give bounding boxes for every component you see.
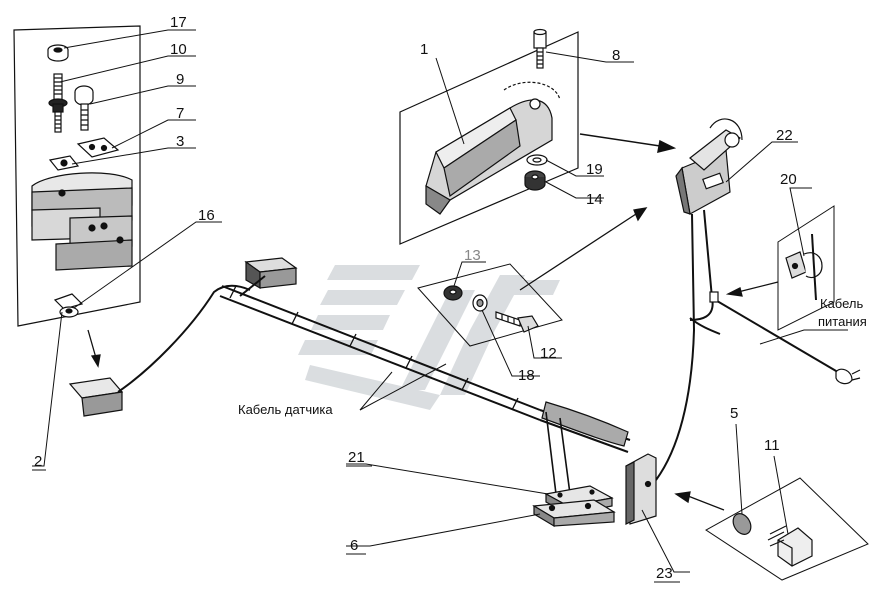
power-cable-caption-line2: питания: [818, 314, 867, 329]
sensor-cable-caption: Кабель датчика: [238, 402, 333, 417]
part-number-18: 18: [518, 367, 535, 384]
part-labels: 17 10 9 7 3 16 2 1 8 19 14 13 18 12 21 6…: [34, 14, 797, 582]
washer-icon: [526, 154, 548, 166]
part-number-20: 20: [780, 171, 797, 188]
plug-icon: [835, 368, 861, 385]
wire-connector-icon: [709, 291, 719, 303]
label-underlines: [32, 465, 680, 583]
part-number-8: 8: [612, 47, 620, 64]
part-number-1: 1: [420, 41, 428, 58]
power-cable-caption-line1: Кабель: [820, 296, 863, 311]
part-number-5: 5: [730, 405, 738, 422]
hardware-bolt-icon: [495, 311, 539, 333]
drain-plug-icon: [767, 525, 813, 567]
part-number-14: 14: [586, 191, 603, 208]
part-number-7: 7: [176, 105, 184, 122]
part-number-3: 3: [176, 133, 184, 150]
watermark-logo: [298, 265, 560, 410]
clamp-frame: [777, 205, 835, 331]
lever-icon: [425, 81, 561, 215]
washer-plate-icon: [48, 155, 80, 171]
part-number-21: 21: [348, 449, 365, 466]
connector-block-icon: [244, 257, 298, 290]
small-screw-icon: [533, 28, 547, 69]
plate-icon: [76, 137, 120, 158]
switch-wires-lower: [545, 411, 571, 495]
cable-clips: [229, 285, 519, 411]
hardware-frame: [417, 263, 563, 347]
arrow-right-icon: [579, 133, 677, 154]
arrow-upright-icon: [519, 207, 648, 291]
sensor-block-icon: [31, 172, 133, 271]
part-number-13: 13: [464, 247, 481, 264]
leader-lines: [32, 29, 848, 573]
hardware-washer-icon: [472, 294, 488, 312]
part-number-16: 16: [198, 207, 215, 224]
base-nut-icon: [53, 293, 84, 318]
left-exploded-frame: [13, 25, 141, 327]
sealing-washer-icon: [732, 513, 752, 535]
magnet-icon: [532, 499, 616, 528]
hardware-nut-icon: [443, 285, 463, 301]
clamp-icon: [785, 233, 823, 301]
part-number-19: 19: [586, 161, 603, 178]
part-number-22: 22: [776, 127, 793, 144]
nut-icon: [47, 44, 69, 62]
part-number-12: 12: [540, 345, 557, 362]
plug-frame: [705, 477, 869, 581]
part-number-9: 9: [176, 71, 184, 88]
part-number-11: 11: [764, 437, 780, 454]
arrow-left-lower-icon: [674, 491, 725, 511]
switch-wires: [655, 209, 849, 481]
upper-middle-frame: [399, 31, 579, 245]
arrow-left-small-icon: [725, 281, 779, 297]
bolt-icon: [74, 85, 94, 131]
part-number-10: 10: [170, 41, 187, 58]
part-number-17: 17: [170, 14, 187, 31]
adjusting-screw-icon: [48, 73, 68, 133]
lever-nut-icon: [524, 170, 546, 191]
part-number-6: 6: [350, 537, 358, 554]
terminal-box-icon: [625, 453, 657, 525]
cable-jacket: [541, 401, 629, 447]
part-number-23: 23: [656, 565, 673, 582]
sensor-housing-icon: [68, 377, 124, 417]
limit-switch-icon: [675, 118, 743, 215]
part-number-2: 2: [34, 453, 42, 470]
arrow-down-icon: [87, 329, 101, 368]
